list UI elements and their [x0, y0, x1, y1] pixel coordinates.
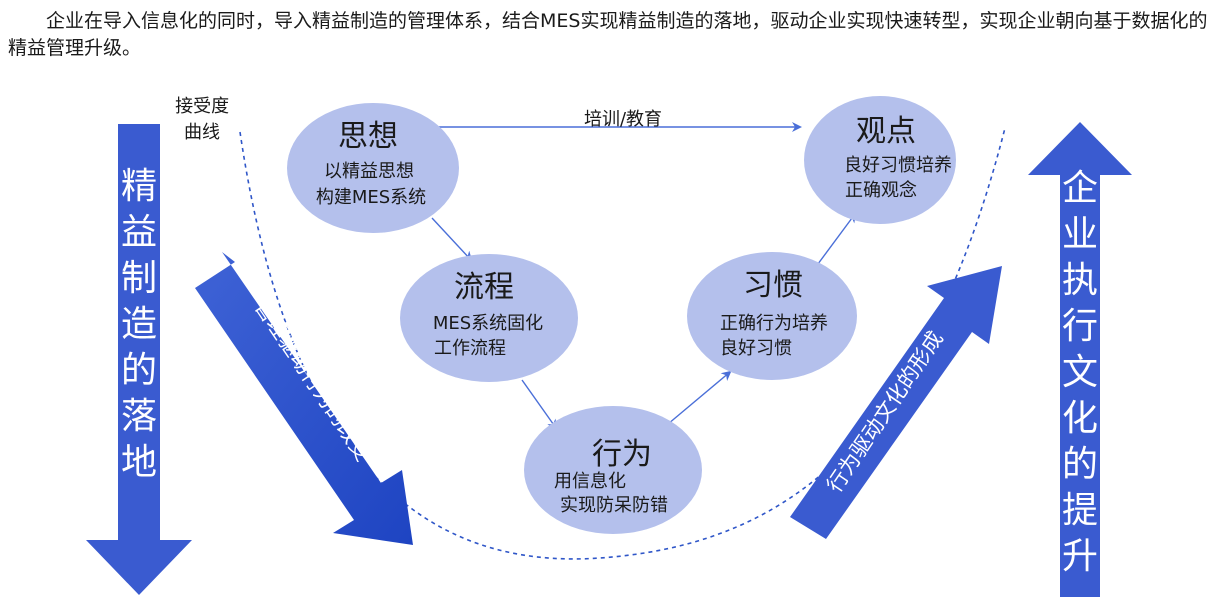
connector-xiguan-guandian [811, 212, 857, 273]
node-line: 良好习惯 [720, 338, 792, 359]
training-label: 培训/教育 [584, 109, 662, 130]
node-line: 实现防呆防错 [560, 495, 668, 516]
node-title: 流程 [454, 270, 514, 305]
right-arrow-text: 企业执行文化的提升 [1062, 168, 1098, 577]
connector-sixiang-liucheng [431, 217, 473, 262]
node-line: 以精益思想 [324, 161, 414, 182]
intro-paragraph: 企业在导入信息化的同时，导入精益制造的管理体系，结合MES实现精益制造的落地，驱… [8, 10, 1208, 59]
node-xingwei: 行为 用信息化 实现防呆防错 [524, 406, 702, 534]
node-line: 正确行为培养 [720, 313, 828, 334]
node-title: 行为 [592, 437, 652, 472]
node-line: 用信息化 [554, 471, 626, 492]
node-title: 观点 [856, 114, 916, 149]
node-title: 思想 [338, 119, 398, 154]
node-liucheng: 流程 MES系统固化 工作流程 [400, 254, 578, 382]
node-sixiang: 思想 以精益思想 构建MES系统 [287, 103, 459, 233]
right-up-arrow: 企业执行文化的提升 [1028, 122, 1132, 597]
left-down-arrow: 精益制造的落地 [86, 124, 192, 595]
left-arrow-text: 精益制造的落地 [121, 166, 157, 483]
connector-xingwei-xiguan [667, 370, 732, 425]
node-line: 构建MES系统 [316, 187, 426, 208]
node-line: 良好习惯培养 [844, 155, 952, 176]
node-guandian: 观点 良好习惯培养 正确观念 [804, 96, 956, 224]
node-line: MES系统固化 [433, 313, 543, 334]
diag-left-arrow: 管理驱动行为的改变 [195, 252, 413, 545]
node-title: 习惯 [743, 268, 803, 303]
curve-label: 接受度 曲线 [175, 96, 235, 143]
node-line: 工作流程 [434, 338, 506, 359]
node-line: 正确观念 [845, 179, 917, 201]
node-xiguan: 习惯 正确行为培养 良好习惯 [687, 252, 857, 380]
connector-liucheng-xingwei [521, 379, 558, 430]
